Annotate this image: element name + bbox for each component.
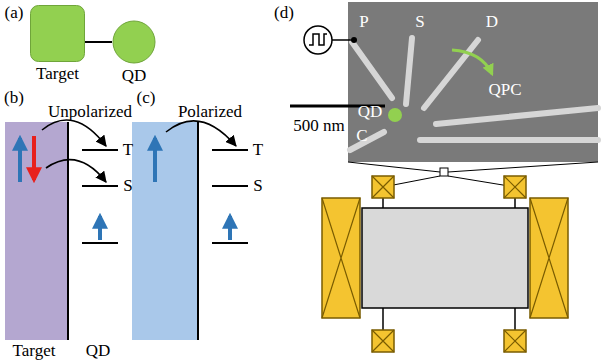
zoom-line xyxy=(348,162,440,172)
singlet-level xyxy=(82,185,118,187)
qd-circle: QD xyxy=(112,20,156,64)
axis-label: Target xyxy=(13,342,56,361)
tunnel-arrow xyxy=(42,120,106,146)
axis-label: QD xyxy=(86,342,111,361)
device-schematic xyxy=(322,162,598,352)
qd-spin-arrow xyxy=(228,216,232,240)
panel-heading: Polarized xyxy=(178,103,242,122)
target-reservoir xyxy=(5,122,68,340)
target-reservoir xyxy=(132,122,198,340)
ohmic-contacts xyxy=(322,176,568,352)
spin-down-arrow xyxy=(32,136,36,180)
scale-label: 500 nm xyxy=(293,117,344,136)
qpc-label: QPC xyxy=(488,81,521,100)
panel-label: (b) xyxy=(4,89,24,108)
unpolarized-panel xyxy=(5,120,118,340)
box-outline xyxy=(30,5,85,62)
contact-pad xyxy=(504,330,526,352)
contact-pad xyxy=(322,198,360,318)
qd-level xyxy=(82,242,118,244)
square-wave xyxy=(309,34,327,45)
tunnel-arrow xyxy=(166,121,236,146)
qd-level xyxy=(212,242,248,244)
tunnel-arrow xyxy=(46,160,106,182)
contact-pad xyxy=(372,176,394,198)
polarized-panel xyxy=(132,121,248,340)
quantum-dot xyxy=(388,108,402,122)
node-label: Target xyxy=(36,65,79,84)
gate-label: D xyxy=(486,13,498,32)
barrier-line xyxy=(67,122,69,340)
spin-up-arrow xyxy=(153,138,157,182)
barrier-line xyxy=(197,122,199,340)
spin-up-arrow xyxy=(18,138,22,182)
gate-contact-dot xyxy=(351,37,357,43)
node-label: QD xyxy=(122,67,147,86)
singlet-level xyxy=(212,185,248,187)
sem-background xyxy=(348,2,598,162)
panel-label: (a) xyxy=(5,4,24,23)
gate-label: S xyxy=(415,13,424,32)
level-label: S xyxy=(123,177,132,196)
qd-label: QD xyxy=(358,103,383,122)
target-box: Target xyxy=(30,5,85,62)
pulse-wire xyxy=(332,39,354,41)
device-region xyxy=(440,168,448,176)
triplet-level xyxy=(82,149,118,151)
triplet-level xyxy=(212,149,248,151)
contact-pad xyxy=(530,198,568,318)
zoom-line xyxy=(448,162,598,172)
sem-image xyxy=(290,2,598,162)
level-label: T xyxy=(123,141,133,160)
contact-pad xyxy=(504,176,526,198)
mesa xyxy=(362,208,528,308)
pulse-source xyxy=(304,26,332,54)
qpc-current-arrow xyxy=(452,50,492,74)
gate-label: C xyxy=(356,127,367,146)
gate-label: P xyxy=(359,13,368,32)
connector-line xyxy=(85,41,112,43)
level-label: S xyxy=(253,177,262,196)
panel-label: (c) xyxy=(137,89,156,108)
contact-pad xyxy=(372,330,394,352)
gate-electrodes xyxy=(350,38,598,150)
qd-spin-arrow xyxy=(98,216,102,240)
level-label: T xyxy=(253,141,263,160)
panel-heading: Unpolarized xyxy=(48,103,132,122)
panel-label: (d) xyxy=(274,4,294,23)
circle-outline xyxy=(112,20,156,64)
